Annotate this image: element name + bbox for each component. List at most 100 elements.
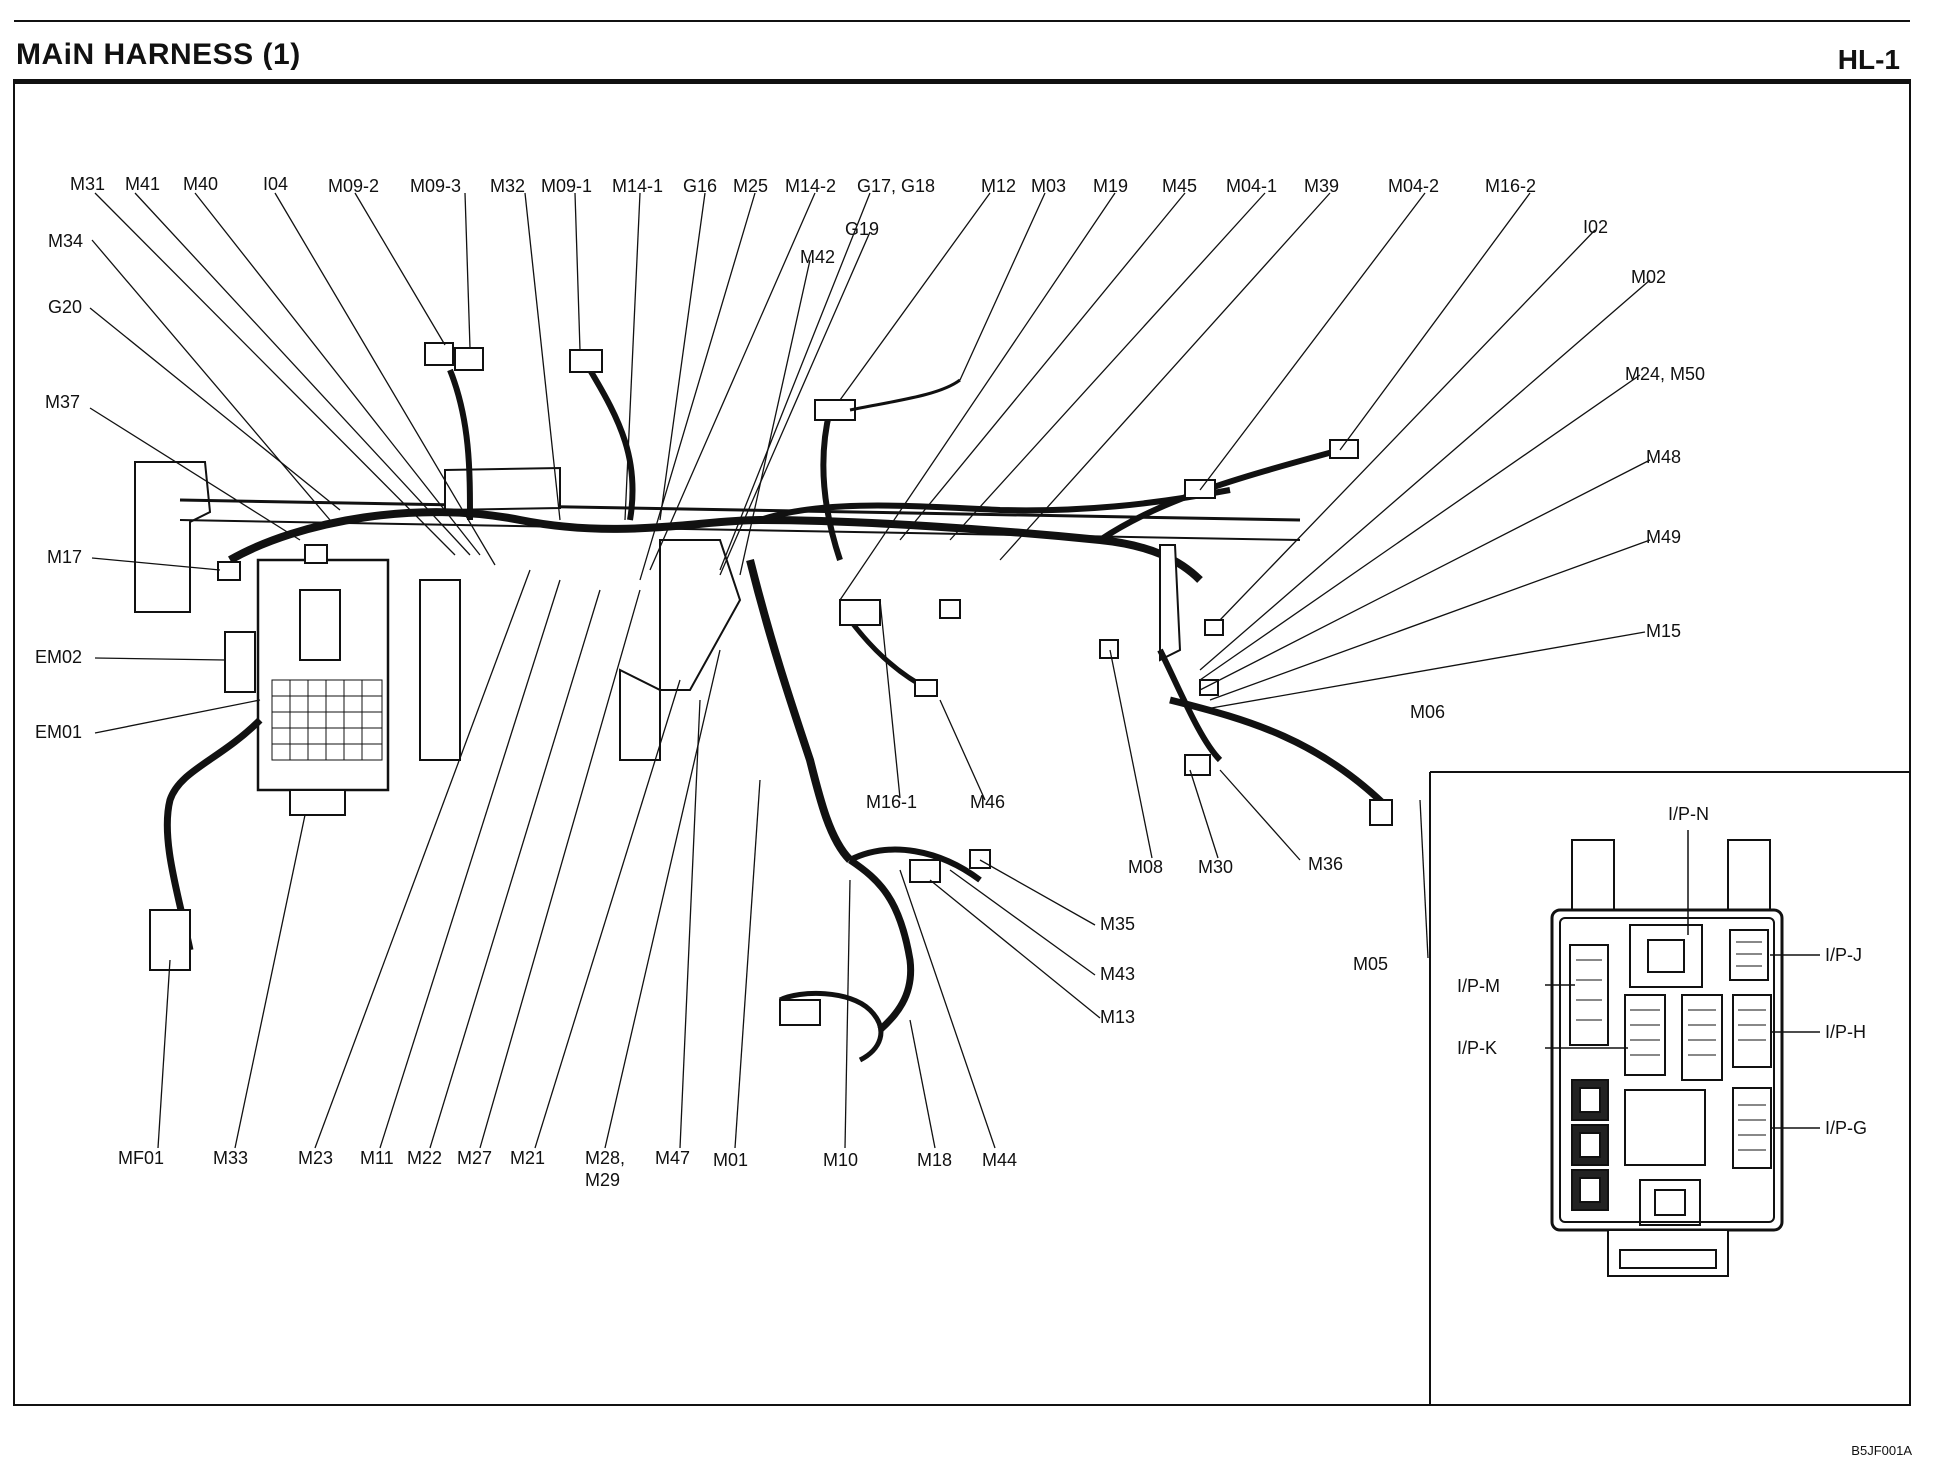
- label-em01: EM01: [35, 722, 82, 742]
- label-m41: M41: [125, 174, 160, 194]
- ip-junction-box: [1550, 839, 1784, 1277]
- label-m32: M32: [490, 176, 525, 196]
- page-code: HL-1: [1837, 44, 1900, 75]
- m37-connector: [304, 544, 328, 564]
- m12-connector: [814, 399, 856, 421]
- label-m28: M28,: [585, 1148, 625, 1168]
- harness-illustration: [134, 342, 1393, 1063]
- label-m45: M45: [1162, 176, 1197, 196]
- left-mount-bracket: [134, 461, 212, 613]
- m09-2-connector: [424, 342, 454, 366]
- page-title: MAiN HARNESS (1): [16, 38, 301, 71]
- label-g16: G16: [683, 176, 717, 196]
- label-m09-3: M09-3: [410, 176, 461, 196]
- m09-branch: [447, 368, 473, 521]
- label-m14-2: M14-2: [785, 176, 836, 196]
- label-m48: M48: [1646, 447, 1681, 467]
- label-m42: M42: [800, 247, 835, 267]
- label-m17: M17: [47, 547, 82, 567]
- m46-connector: [914, 679, 938, 697]
- label-m29: M29: [585, 1170, 620, 1190]
- label-m14-1: M14-1: [612, 176, 663, 196]
- title-rule: [14, 20, 1910, 80]
- label-m09-2: M09-2: [328, 176, 379, 196]
- label-m34: M34: [48, 231, 83, 251]
- m33-connector: [289, 789, 346, 816]
- label-m25: M25: [733, 176, 768, 196]
- label-ip-n: I/P-N: [1668, 804, 1709, 824]
- label-m36: M36: [1308, 854, 1343, 874]
- m43-connector: [909, 859, 941, 883]
- label-m12: M12: [981, 176, 1016, 196]
- label-ip-h: I/P-H: [1825, 1022, 1866, 1042]
- m09-1-branch: [587, 368, 636, 521]
- relay-block: [299, 589, 341, 661]
- inset-panel: I/P-N I/P-J I/P-M I/P-H I/P-K I/P-G: [1429, 771, 1910, 1405]
- label-m27: M27: [457, 1148, 492, 1168]
- upper-trunk: [759, 487, 1231, 523]
- center-drop: [746, 559, 853, 863]
- label-m02: M02: [1631, 267, 1666, 287]
- label-m35: M35: [1100, 914, 1135, 934]
- m35-branch: [848, 846, 982, 883]
- label-m18: M18: [917, 1150, 952, 1170]
- em02-connector: [224, 631, 256, 693]
- m49-connector: [939, 599, 961, 619]
- label-m44: M44: [982, 1150, 1017, 1170]
- cross-beam-upper: [179, 498, 1301, 522]
- m03-lead: [849, 378, 961, 412]
- label-m49: M49: [1646, 527, 1681, 547]
- m16-connector: [839, 599, 881, 626]
- i02-connector: [1204, 619, 1224, 636]
- m16-2-connector: [1329, 439, 1359, 459]
- label-m33: M33: [213, 1148, 248, 1168]
- label-g19: G19: [845, 219, 879, 239]
- m12-branch: [820, 409, 843, 561]
- label-m21: M21: [510, 1148, 545, 1168]
- lower-bracket: [619, 668, 661, 761]
- label-m22: M22: [407, 1148, 442, 1168]
- label-m05: M05: [1353, 954, 1388, 974]
- label-m04-1: M04-1: [1226, 176, 1277, 196]
- label-ip-j: I/P-J: [1825, 945, 1862, 965]
- inset-labels: I/P-N I/P-J I/P-M I/P-H I/P-K I/P-G: [1457, 804, 1867, 1138]
- label-m37: M37: [45, 392, 80, 412]
- m17-connector: [217, 561, 241, 581]
- label-m31: M31: [70, 174, 105, 194]
- label-i04: I04: [263, 174, 288, 194]
- inset-leaders: [1545, 830, 1820, 1129]
- label-ip-g: I/P-G: [1825, 1118, 1867, 1138]
- callout-labels: M31 M41 M40 I04 M09-2 M09-3 M32 M09-1 M1…: [35, 174, 1705, 1190]
- label-m19: M19: [1093, 176, 1128, 196]
- label-m15: M15: [1646, 621, 1681, 641]
- label-g20: G20: [48, 297, 82, 317]
- m30-branch: [1157, 648, 1223, 763]
- label-m47: M47: [655, 1148, 690, 1168]
- label-m06: M06: [1410, 702, 1445, 722]
- m18-branch: [778, 991, 884, 1063]
- m10-connector: [779, 999, 821, 1026]
- label-m09-1: M09-1: [541, 176, 592, 196]
- label-m30: M30: [1198, 857, 1233, 877]
- label-m03: M03: [1031, 176, 1066, 196]
- m05-connector: [1369, 799, 1393, 826]
- label-m08: M08: [1128, 857, 1163, 877]
- label-m43: M43: [1100, 964, 1135, 984]
- label-m01: M01: [713, 1150, 748, 1170]
- label-m24-m50: M24, M50: [1625, 364, 1705, 384]
- fuse-grid: [271, 679, 383, 761]
- m08-connector: [1099, 639, 1119, 659]
- label-m16-2: M16-2: [1485, 176, 1536, 196]
- beam-center-plate: [444, 466, 561, 512]
- label-m46: M46: [970, 792, 1005, 812]
- label-em02: EM02: [35, 647, 82, 667]
- m09-1-connector: [569, 349, 603, 373]
- side-brace: [419, 579, 461, 761]
- right-bracket: [1159, 544, 1182, 662]
- label-m16-1: M16-1: [866, 792, 917, 812]
- label-i02: I02: [1583, 217, 1608, 237]
- label-mf01: MF01: [118, 1148, 164, 1168]
- figure-code: B5JF001A: [1851, 1443, 1912, 1458]
